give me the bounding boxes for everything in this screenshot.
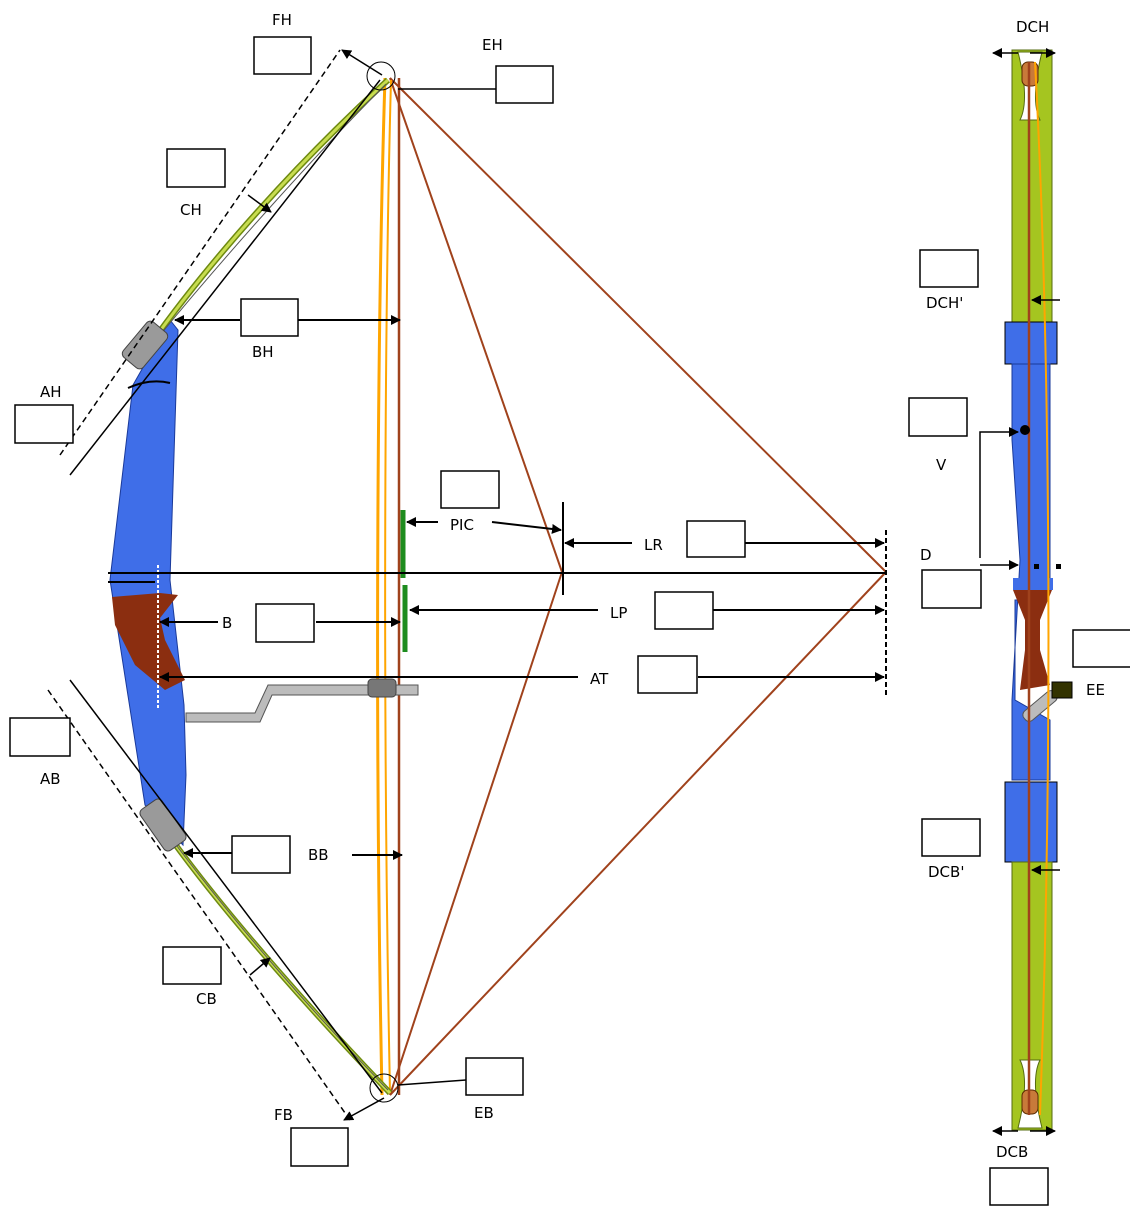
label-ee: EE bbox=[1086, 681, 1105, 699]
label-at: AT bbox=[590, 670, 609, 688]
upper-limb bbox=[147, 77, 391, 347]
label-ah: AH bbox=[40, 383, 62, 401]
lower-limb-tangent bbox=[47, 689, 351, 1121]
fb-input[interactable] bbox=[290, 1127, 349, 1167]
cb-arrow bbox=[249, 957, 271, 976]
v-bracket bbox=[979, 427, 1019, 558]
eb-leader bbox=[397, 1079, 467, 1086]
grip bbox=[112, 593, 185, 690]
lp-input[interactable] bbox=[654, 591, 714, 630]
pic-arrow-right bbox=[491, 521, 562, 534]
side-view bbox=[1004, 49, 1073, 1131]
bowstring bbox=[376, 77, 392, 1096]
label-lr: LR bbox=[644, 536, 663, 554]
label-lp: LP bbox=[610, 604, 627, 622]
label-bb: BB bbox=[308, 846, 329, 864]
cables bbox=[389, 77, 887, 1096]
lr-input[interactable] bbox=[686, 520, 746, 558]
ch-input[interactable] bbox=[166, 148, 226, 188]
fh-arrow bbox=[341, 49, 383, 76]
ee-input[interactable] bbox=[1072, 629, 1130, 668]
cb-input[interactable] bbox=[162, 946, 222, 985]
ab-input[interactable] bbox=[9, 717, 71, 757]
lower-cam bbox=[369, 1073, 399, 1103]
label-pic: PIC bbox=[450, 516, 474, 534]
upper-limb-chord bbox=[69, 79, 381, 476]
fb-arrow bbox=[343, 1097, 385, 1121]
ch-arrow bbox=[247, 194, 272, 213]
label-dcb-prime: DCB' bbox=[928, 863, 964, 881]
input-boxes bbox=[9, 36, 1130, 1206]
eh-input[interactable] bbox=[495, 65, 554, 104]
fh-input[interactable] bbox=[253, 36, 312, 75]
lower-limb-chord bbox=[69, 679, 383, 1094]
upper-limb-pocket bbox=[121, 320, 169, 370]
at-input[interactable] bbox=[637, 655, 698, 694]
label-dcb: DCB bbox=[996, 1143, 1028, 1161]
label-b: B bbox=[222, 614, 232, 632]
riser-mark-top bbox=[127, 380, 171, 389]
label-ch: CH bbox=[180, 201, 202, 219]
upper-limb-tangent bbox=[59, 49, 341, 456]
label-fh: FH bbox=[272, 11, 292, 29]
b-input[interactable] bbox=[255, 603, 315, 643]
upper-cam bbox=[366, 61, 396, 91]
label-ab: AB bbox=[40, 770, 61, 788]
label-d: D bbox=[920, 546, 932, 564]
v-input[interactable] bbox=[908, 397, 968, 437]
label-dch-prime: DCH' bbox=[926, 294, 963, 312]
eb-input[interactable] bbox=[465, 1057, 524, 1096]
pic-input[interactable] bbox=[440, 470, 500, 509]
dcb-prime-input[interactable] bbox=[921, 818, 981, 857]
label-v: V bbox=[936, 456, 947, 474]
dch-prime-input[interactable] bbox=[919, 249, 979, 288]
label-eh: EH bbox=[482, 36, 503, 54]
stabilizer-bracket bbox=[185, 678, 419, 723]
bb-input[interactable] bbox=[231, 835, 291, 874]
dcb-input[interactable] bbox=[989, 1167, 1049, 1206]
label-bh: BH bbox=[252, 343, 274, 361]
label-dch: DCH bbox=[1016, 18, 1049, 36]
d-input[interactable] bbox=[921, 569, 982, 609]
bh-input[interactable] bbox=[240, 298, 299, 337]
label-eb: EB bbox=[474, 1104, 494, 1122]
label-fb: FB bbox=[274, 1106, 293, 1124]
label-cb: CB bbox=[196, 990, 217, 1008]
ah-input[interactable] bbox=[14, 404, 74, 444]
labels: FH EH CH BH AH PIC LR B LP AT AB BB CB E… bbox=[40, 11, 1105, 1161]
lower-limb bbox=[164, 829, 393, 1096]
